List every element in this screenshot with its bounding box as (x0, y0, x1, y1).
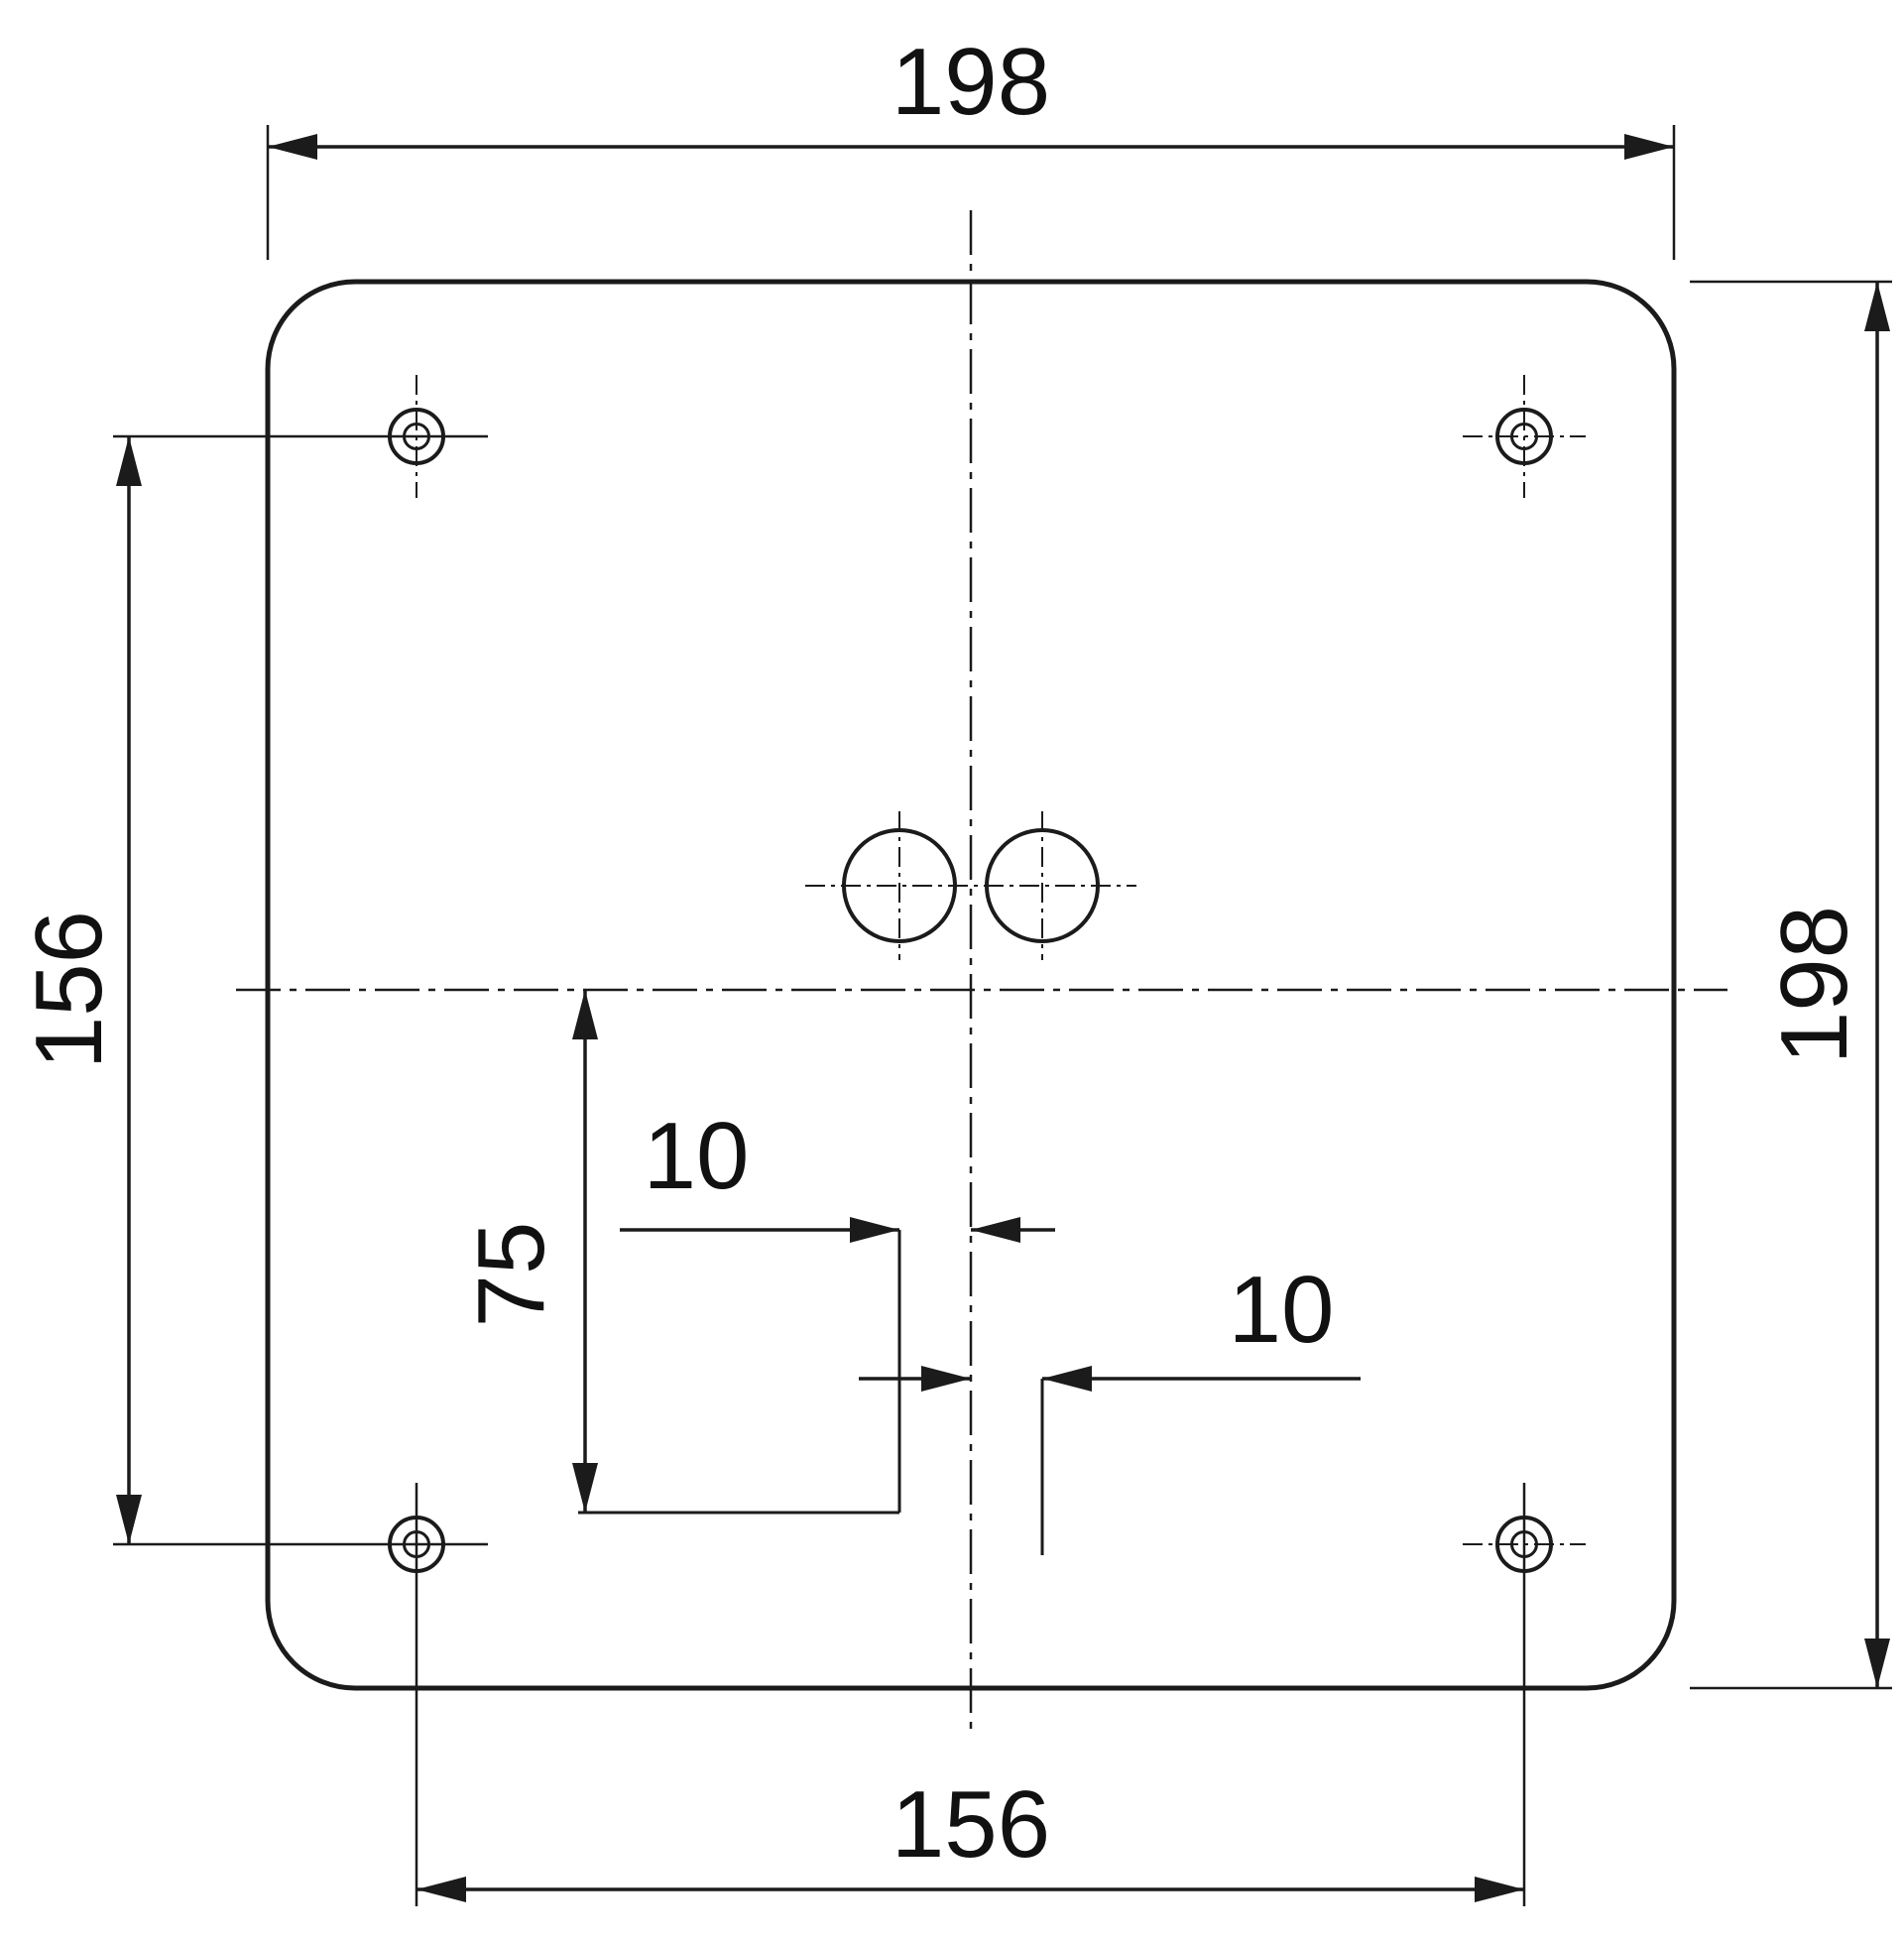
dim-offset-left-label: 10 (644, 1103, 750, 1209)
dim-overall-width-label: 198 (892, 29, 1050, 135)
dimension-overall-width: 198 (266, 29, 1676, 260)
dim-hole-spacing-horizontal-label: 156 (892, 1771, 1050, 1878)
arrowhead-up (116, 436, 142, 486)
dim-hole-spacing-vertical-label: 156 (16, 911, 122, 1069)
arrowhead-down (572, 1463, 598, 1513)
arrowhead-left (268, 134, 317, 160)
arrowhead-up (572, 990, 598, 1039)
arrowhead-down (1864, 1639, 1890, 1688)
dimension-offset-right: 10 (859, 1257, 1361, 1555)
arrowhead-right (921, 1366, 971, 1392)
arrowhead-left (1042, 1366, 1092, 1392)
dimension-hole-spacing-horizontal: 156 (415, 1483, 1526, 1906)
arrowhead-right (1475, 1877, 1524, 1902)
arrowhead-left (416, 1877, 466, 1902)
arrowhead-left (971, 1217, 1020, 1243)
arrowhead-right (1624, 134, 1674, 160)
dimension-overall-height: 198 (1690, 280, 1892, 1690)
dimension-offset-left: 10 (620, 1103, 1055, 1243)
dim-overall-height-label: 198 (1761, 906, 1867, 1064)
corner-hole-top-right (1463, 375, 1586, 498)
arrowhead-up (1864, 282, 1890, 331)
dimension-offset-vertical: 75 (458, 990, 901, 1515)
arrowhead-down (116, 1495, 142, 1544)
dim-offset-right-label: 10 (1229, 1257, 1335, 1363)
arrowhead-right (850, 1217, 899, 1243)
dim-offset-vertical-label: 75 (458, 1222, 564, 1328)
dimension-hole-spacing-vertical: 156 (16, 434, 488, 1546)
